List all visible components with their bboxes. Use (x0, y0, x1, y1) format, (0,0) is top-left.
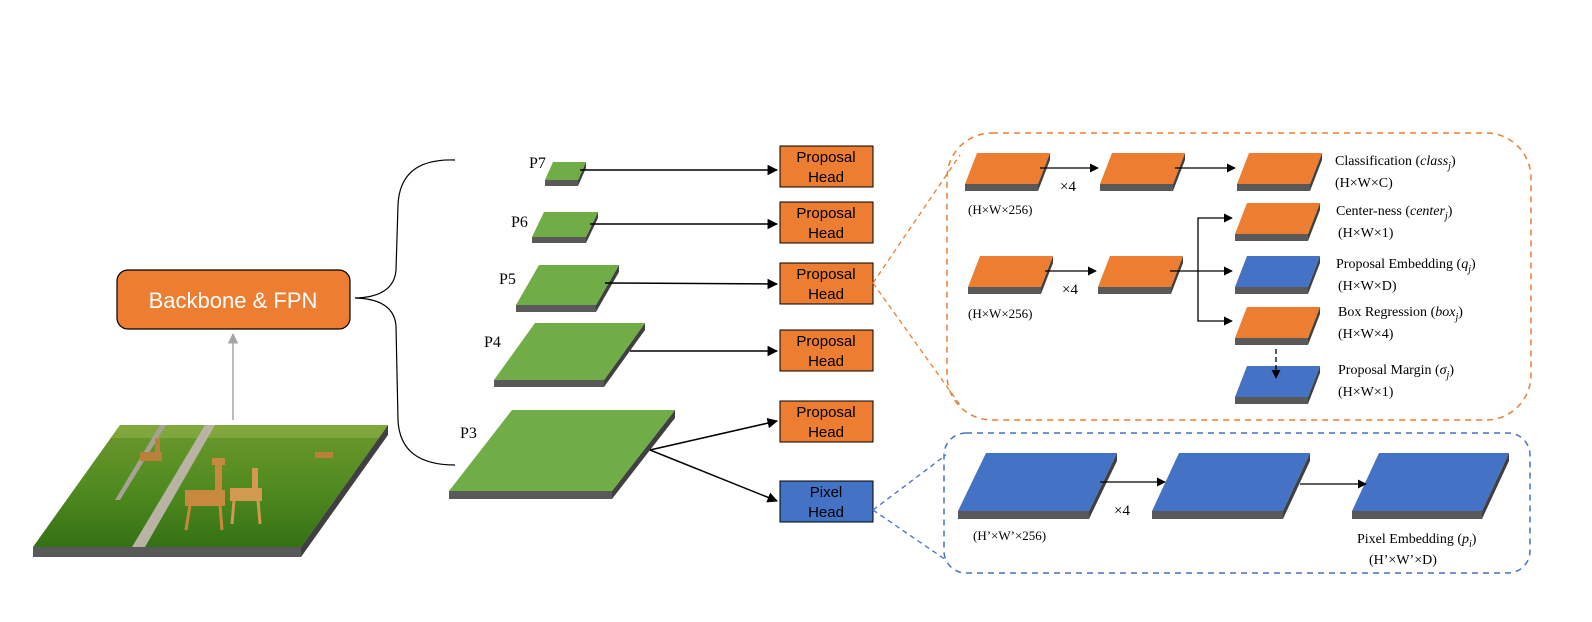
backbone-fpn-label: Backbone & FPN (149, 288, 318, 313)
feature-tile (965, 153, 1050, 191)
proposal-head-detail-panel (946, 132, 1532, 421)
pixel-zoom-line-top (872, 454, 947, 511)
svg-text:(H×W×C): (H×W×C) (1335, 176, 1393, 191)
level-label-p7: P7 (529, 155, 546, 172)
svg-text:(H×W×4): (H×W×4) (1338, 327, 1394, 342)
pixel-repeat-label: ×4 (1114, 503, 1130, 519)
proposal-head-p5: Proposal Head (779, 262, 874, 305)
svg-text:(H×W×1): (H×W×1) (1338, 226, 1394, 241)
svg-text:Head: Head (808, 353, 844, 370)
svg-text:Head: Head (808, 504, 844, 521)
pixel-branch-features (958, 453, 1509, 519)
output-label-classification: Classification (classj) (H×W×C) (1335, 154, 1456, 191)
level-to-head-arrows (580, 164, 779, 503)
input-image (33, 425, 388, 557)
pixel-head: Pixel Head (779, 480, 874, 523)
feature-tile (958, 453, 1117, 519)
svg-text:Head: Head (808, 169, 844, 186)
svg-text:Proposal: Proposal (796, 333, 855, 350)
output-label-center-ness: Center-ness (centerj) (H×W×1) (1336, 204, 1453, 241)
pixel-branch-arrows (1100, 477, 1367, 489)
input-dim-2: (H×W×256) (968, 306, 1032, 321)
svg-text:Pixel: Pixel (810, 484, 843, 501)
proposal-head-p6: Proposal Head (779, 201, 874, 244)
output-label-proposal-margin: Proposal Margin (σj) (H×W×1) (1338, 363, 1454, 400)
svg-text:Head: Head (808, 286, 844, 303)
pyramid-level-p3: P3 (449, 410, 675, 499)
proposal-head-p4: Proposal Head (779, 329, 874, 372)
giraffe-icon (140, 438, 333, 531)
svg-text:Proposal: Proposal (796, 149, 855, 166)
svg-text:Box Regression (boxj): Box Regression (boxj) (1338, 305, 1463, 323)
backbone-fpn-box: Backbone & FPN (116, 269, 351, 330)
proposal-zoom-line-top (872, 154, 961, 284)
proposal-branch-features (965, 153, 1322, 404)
svg-text:Pixel Embedding (pi): Pixel Embedding (pi) (1357, 532, 1477, 550)
level-label-p5: P5 (499, 271, 516, 288)
output-tile-proposal-margin (1235, 366, 1320, 404)
repeat-label-1: ×4 (1060, 179, 1076, 195)
output-label-pixel-embedding: Pixel Embedding (pi) (H’×W’×D) (1357, 532, 1477, 568)
level-label-p3: P3 (460, 425, 477, 442)
fpn-brace (354, 159, 456, 466)
svg-text:Head: Head (808, 424, 844, 441)
feature-tile (968, 256, 1053, 294)
feature-tile (1100, 153, 1185, 191)
level-label-p4: P4 (484, 334, 501, 351)
pixel-input-dim: (H’×W’×256) (973, 528, 1046, 543)
svg-text:Classification (classj): Classification (classj) (1335, 154, 1456, 172)
output-tile-center-ness (1235, 203, 1320, 241)
svg-text:(H’×W’×D): (H’×W’×D) (1369, 553, 1437, 568)
svg-text:(H×W×1): (H×W×1) (1338, 385, 1394, 400)
repeat-label-2: ×4 (1062, 282, 1078, 298)
svg-text:(H×W×D): (H×W×D) (1338, 279, 1397, 294)
proposal-head-p7: Proposal Head (779, 145, 874, 188)
svg-text:Proposal Embedding (qj): Proposal Embedding (qj) (1336, 257, 1476, 275)
pyramid-level-p5: P5 (499, 265, 619, 312)
level-label-p6: P6 (511, 214, 528, 231)
proposal-head-p3: Proposal Head (779, 400, 874, 443)
pyramid-level-p7: P7 (529, 155, 586, 186)
output-tile-pixel-embedding (1352, 453, 1509, 519)
output-label-proposal-embedding: Proposal Embedding (qj) (H×W×D) (1336, 257, 1476, 294)
output-tile-box-regression (1235, 307, 1320, 345)
pyramid-level-p4: P4 (484, 323, 645, 387)
pyramid-level-p6: P6 (511, 212, 598, 243)
proposal-branch-arrows (1040, 163, 1281, 379)
svg-text:Center-ness (centerj): Center-ness (centerj) (1336, 204, 1453, 222)
svg-text:Proposal: Proposal (796, 205, 855, 222)
pixel-zoom-line-bottom (872, 509, 947, 561)
svg-text:Proposal: Proposal (796, 266, 855, 283)
input-dim-1: (H×W×256) (968, 202, 1032, 217)
svg-text:Proposal Margin (σj): Proposal Margin (σj) (1338, 363, 1454, 381)
feature-tile (1152, 453, 1310, 519)
svg-text:Head: Head (808, 225, 844, 242)
feature-tile (1098, 256, 1183, 294)
output-tile-proposal-embedding (1235, 256, 1320, 294)
svg-text:Proposal: Proposal (796, 404, 855, 421)
pixel-head-detail-panel (943, 432, 1531, 574)
proposal-zoom-line-bottom (872, 282, 961, 406)
output-label-box-regression: Box Regression (boxj) (H×W×4) (1338, 305, 1463, 342)
output-tile-classification (1237, 153, 1322, 191)
